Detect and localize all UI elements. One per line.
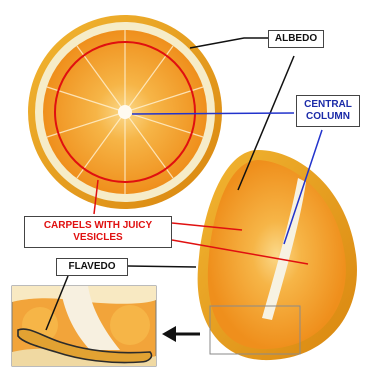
carpels-label: CARPELS WITH JUICY VESICLES — [24, 216, 172, 248]
carpels-label-line1: CARPELS WITH JUICY — [25, 220, 171, 232]
round-orange-section — [28, 15, 222, 209]
carpels-label-line2: VESICLES — [25, 232, 171, 244]
zoom-inset — [12, 286, 156, 366]
central-column-label: CENTRAL COLUMN — [296, 95, 360, 127]
central-column-core — [118, 105, 132, 119]
flavedo-leader-1 — [128, 266, 196, 267]
albedo-label-text: ALBEDO — [275, 33, 317, 44]
central-column-leader — [132, 113, 294, 114]
flavedo-label: FLAVEDO — [56, 258, 128, 276]
arrow-left-icon — [162, 326, 200, 342]
albedo-label: ALBEDO — [268, 30, 324, 48]
central-column-label-line1: CENTRAL — [297, 99, 359, 111]
albedo-leader — [190, 38, 268, 48]
central-column-label-line2: COLUMN — [297, 111, 359, 123]
elongated-fruit-section — [198, 150, 357, 360]
flavedo-label-text: FLAVEDO — [68, 261, 115, 272]
